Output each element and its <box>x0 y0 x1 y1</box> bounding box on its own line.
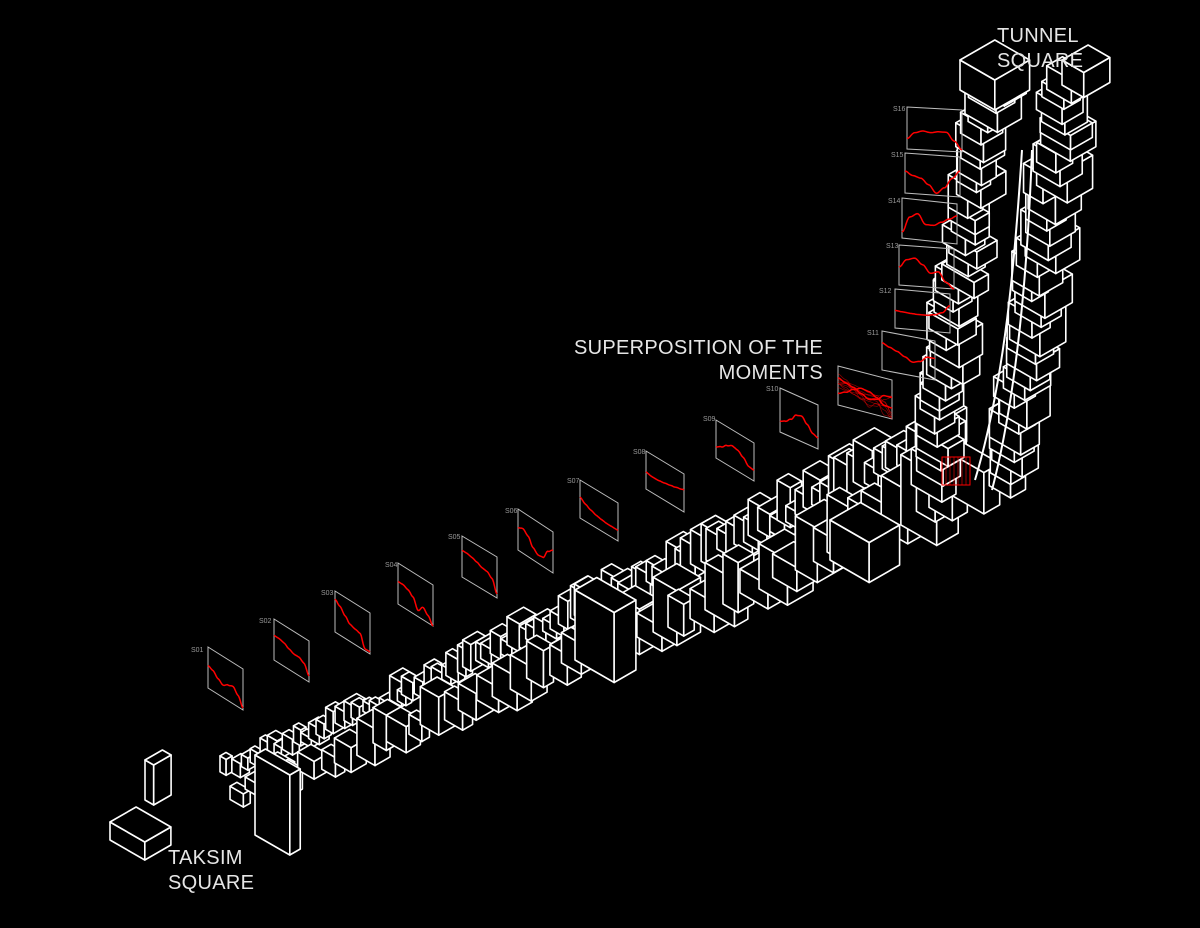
section-panel-s02: S02 <box>259 618 310 683</box>
building <box>574 576 637 684</box>
section-panel-s04: S04 <box>385 562 434 627</box>
section-panel-s16: S16 <box>893 106 963 153</box>
tunnel-square-label: TUNNEL SQUARE <box>997 24 1083 74</box>
highlighted-building <box>941 456 971 486</box>
section-label: S05 <box>448 534 461 541</box>
tunnel-label-line1: TUNNEL <box>997 25 1079 47</box>
section-label: S08 <box>633 449 646 456</box>
section-panel-s13: S13 <box>886 243 955 290</box>
superposition-panel <box>837 365 893 420</box>
section-label: S14 <box>888 198 901 205</box>
section-curve <box>397 580 434 627</box>
panel-frame <box>517 508 554 574</box>
section-label: S16 <box>893 106 906 113</box>
section-curve <box>837 387 893 397</box>
section-label: S06 <box>505 508 518 515</box>
section-label: S04 <box>385 562 398 569</box>
panel-frame <box>715 419 755 482</box>
section-curve <box>904 170 961 195</box>
section-label: S02 <box>259 618 272 625</box>
section-label: S10 <box>766 386 779 393</box>
section-curve <box>715 444 755 472</box>
panel-frame <box>901 197 958 245</box>
section-label: S12 <box>879 288 892 295</box>
section-curve <box>881 341 936 363</box>
superposition-label: SUPERPOSITION OF THE MOMENTS <box>574 336 823 386</box>
section-panel-s06: S06 <box>505 508 554 574</box>
section-curve <box>779 414 819 439</box>
section-curve <box>837 383 893 420</box>
section-curve <box>837 387 893 409</box>
section-curve <box>837 383 893 407</box>
taksim-label-line2: SQUARE <box>168 872 255 894</box>
section-label: S01 <box>191 647 204 654</box>
section-curve <box>898 257 955 290</box>
building <box>254 748 302 856</box>
panel-frame <box>904 152 961 198</box>
building <box>525 634 555 689</box>
street-edge <box>974 149 1023 481</box>
building <box>829 501 901 584</box>
section-label: S07 <box>567 478 580 485</box>
panel-frame <box>779 387 819 450</box>
building <box>219 751 233 777</box>
section-panel-s01: S01 <box>191 646 244 711</box>
section-curve <box>901 212 958 233</box>
superposition-label-line2: MOMENTS <box>718 362 823 384</box>
section-curve <box>906 130 963 151</box>
section-curve <box>579 496 619 532</box>
panel-frame <box>579 479 619 542</box>
section-label: S03 <box>321 590 334 597</box>
panel-frame <box>906 106 963 153</box>
building <box>1061 44 1111 99</box>
taksim-label-line1: TAKSIM <box>168 847 243 869</box>
section-curve <box>517 526 554 559</box>
section-label: S15 <box>891 152 904 159</box>
section-panel-s12: S12 <box>879 288 951 334</box>
section-panel-s08: S08 <box>633 449 685 513</box>
building <box>144 749 172 806</box>
panel-frame <box>334 590 371 655</box>
panel-frame <box>894 288 951 334</box>
section-label: S09 <box>703 416 716 423</box>
superposition-label-line1: SUPERPOSITION OF THE <box>574 337 823 359</box>
section-panel-s03: S03 <box>321 590 371 655</box>
section-curve <box>273 634 310 677</box>
section-panel-s11: S11 <box>867 330 936 381</box>
panel-frame <box>207 646 244 711</box>
tunnel-label-line2: SQUARE <box>997 50 1084 72</box>
section-curve <box>837 379 893 416</box>
building <box>109 806 172 861</box>
section-curve <box>837 383 893 409</box>
taksim-square-label: TAKSIM SQUARE <box>168 846 254 896</box>
section-panel-s15: S15 <box>891 152 961 198</box>
section-label: S11 <box>867 330 879 337</box>
building <box>229 781 252 808</box>
section-curve <box>334 598 371 653</box>
panel-frame <box>645 450 685 513</box>
section-label: S13 <box>886 243 899 250</box>
section-curve <box>207 664 244 709</box>
section-panel-s10: S10 <box>766 386 819 450</box>
section-panel-s07: S07 <box>567 478 619 542</box>
panel-frame <box>461 535 498 599</box>
section-panel-s14: S14 <box>888 197 958 245</box>
section-curve <box>894 304 951 317</box>
panel-frame <box>881 330 936 381</box>
section-curve <box>461 549 498 595</box>
street-edge <box>991 149 1033 491</box>
section-panel-s09: S09 <box>703 416 755 482</box>
panel-frame <box>397 562 434 627</box>
section-panel-s05: S05 <box>448 534 498 599</box>
panel-frame <box>273 618 310 683</box>
section-curve <box>837 373 893 418</box>
building <box>959 39 1031 111</box>
section-curve <box>837 383 893 418</box>
section-curve <box>645 471 685 491</box>
